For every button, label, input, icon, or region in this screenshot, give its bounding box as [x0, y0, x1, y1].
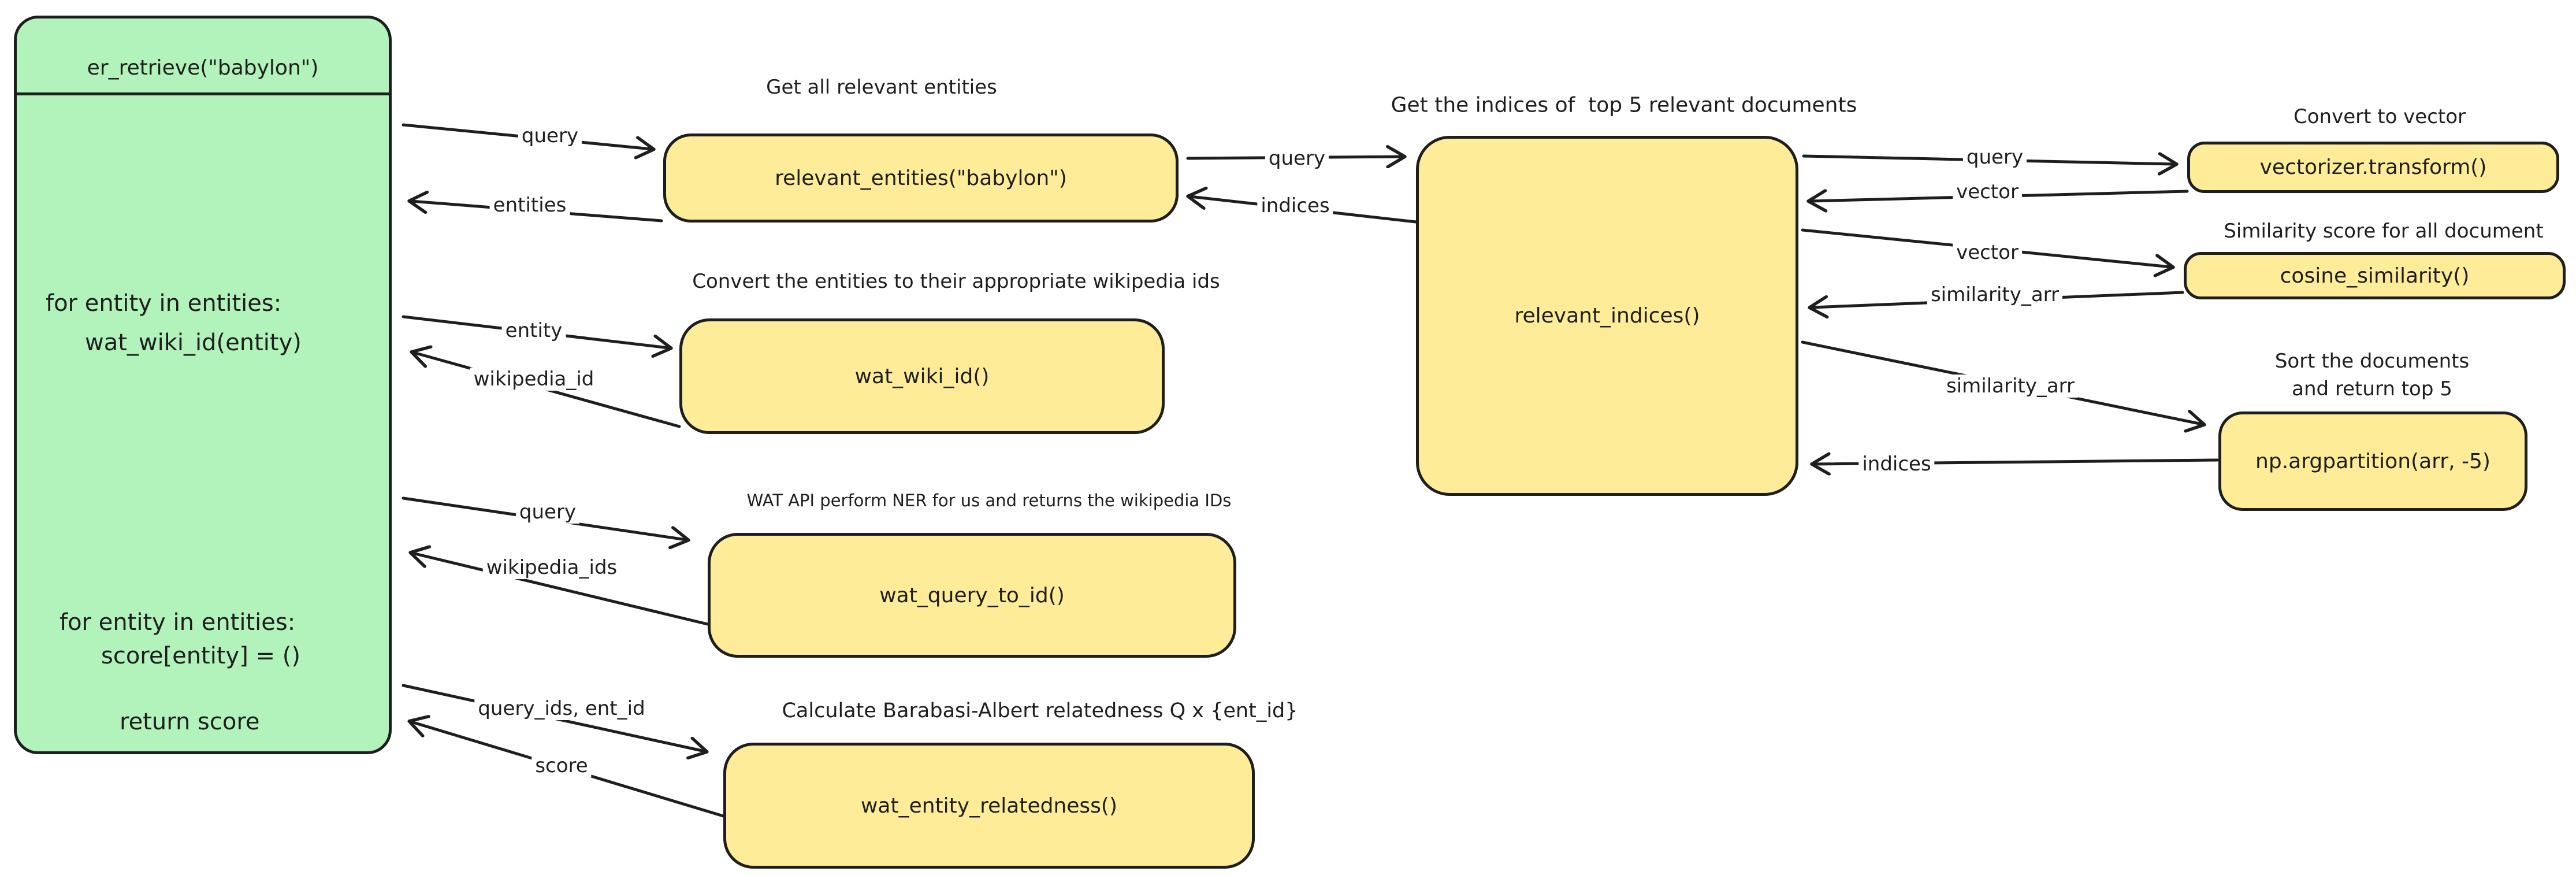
cosine-similarity-box: cosine_similarity()	[2184, 252, 2566, 299]
wat-query-to-id-title: WAT API perform NER for us and returns t…	[746, 491, 1232, 510]
wat-entity-relatedness-box-label: wat_entity_relatedness()	[860, 794, 1118, 818]
wat-query-to-id-box-label: wat_query_to_id()	[879, 583, 1065, 607]
wat-entity-relatedness-box: wat_entity_relatedness()	[723, 743, 1255, 869]
label-similarity-arr-1: similarity_arr	[1927, 283, 2063, 306]
arrow-wikipedia-ids-to-main	[412, 553, 709, 626]
relevant-indices-box-label: relevant_indices()	[1514, 304, 1700, 328]
argpartition-title-line1: Sort the documents	[2274, 350, 2470, 373]
wat-entity-relatedness-title: Calculate Barabasi-Albert relatedness Q …	[782, 699, 1298, 722]
wat-wiki-id-box: wat_wiki_id()	[679, 318, 1165, 434]
argpartition-title-line2: and return top 5	[2292, 377, 2452, 401]
label-query-ids-ent-id: query_ids, ent_id	[474, 697, 649, 720]
vectorizer-transform-box: vectorizer.transform()	[2187, 142, 2559, 193]
main-function-box: er_retrieve("babylon") for entity in ent…	[14, 16, 392, 754]
label-query-1: query	[518, 124, 582, 147]
main-function-loop1-line1: for entity in entities:	[46, 290, 282, 317]
label-indices-1: indices	[1257, 194, 1333, 217]
vectorizer-title: Convert to vector	[2293, 105, 2466, 128]
label-vector-1: vector	[1953, 180, 2022, 203]
label-score: score	[531, 754, 592, 777]
relevant-entities-box: relevant_entities("babylon")	[663, 134, 1179, 223]
relevant-indices-title: Get the indices of top 5 relevant docume…	[1391, 93, 1857, 117]
label-entity: entity	[501, 319, 566, 342]
wat-query-to-id-box: wat_query_to_id()	[708, 533, 1236, 658]
argpartition-box: np.argpartition(arr, -5)	[2218, 411, 2527, 511]
cosine-similarity-title: Similarity score for all document	[2224, 220, 2544, 243]
label-query-2: query	[515, 500, 580, 524]
main-function-return-line: return score	[120, 709, 260, 735]
label-similarity-arr-2: similarity_arr	[1942, 375, 2079, 398]
vectorizer-transform-box-label: vectorizer.transform()	[2259, 155, 2487, 179]
main-function-loop1-line2: wat_wiki_id(entity)	[85, 329, 302, 356]
main-function-title: er_retrieve("babylon")	[87, 55, 319, 80]
label-wikipedia-ids: wikipedia_ids	[482, 556, 621, 579]
wat-wiki-id-box-label: wat_wiki_id()	[854, 364, 990, 388]
cosine-similarity-box-label: cosine_similarity()	[2280, 264, 2470, 288]
wat-wiki-id-title: Convert the entities to their appropriat…	[692, 270, 1220, 293]
relevant-indices-box: relevant_indices()	[1416, 136, 1798, 496]
label-vector-2: vector	[1953, 241, 2022, 264]
label-entities: entities	[489, 194, 570, 217]
main-function-loop2-line2: score[entity] = ()	[101, 643, 300, 669]
relevant-entities-box-label: relevant_entities("babylon")	[775, 166, 1067, 190]
label-query-3: query	[1265, 147, 1329, 170]
main-function-header: er_retrieve("babylon")	[17, 18, 389, 95]
label-query-4: query	[1962, 146, 2027, 169]
argpartition-box-label: np.argpartition(arr, -5)	[2255, 449, 2490, 473]
label-indices-2: indices	[1858, 453, 1935, 476]
main-function-loop2-line1: for entity in entities:	[60, 609, 296, 636]
label-wikipedia-id: wikipedia_id	[470, 368, 598, 391]
relevant-entities-title: Get all relevant entities	[766, 76, 997, 99]
